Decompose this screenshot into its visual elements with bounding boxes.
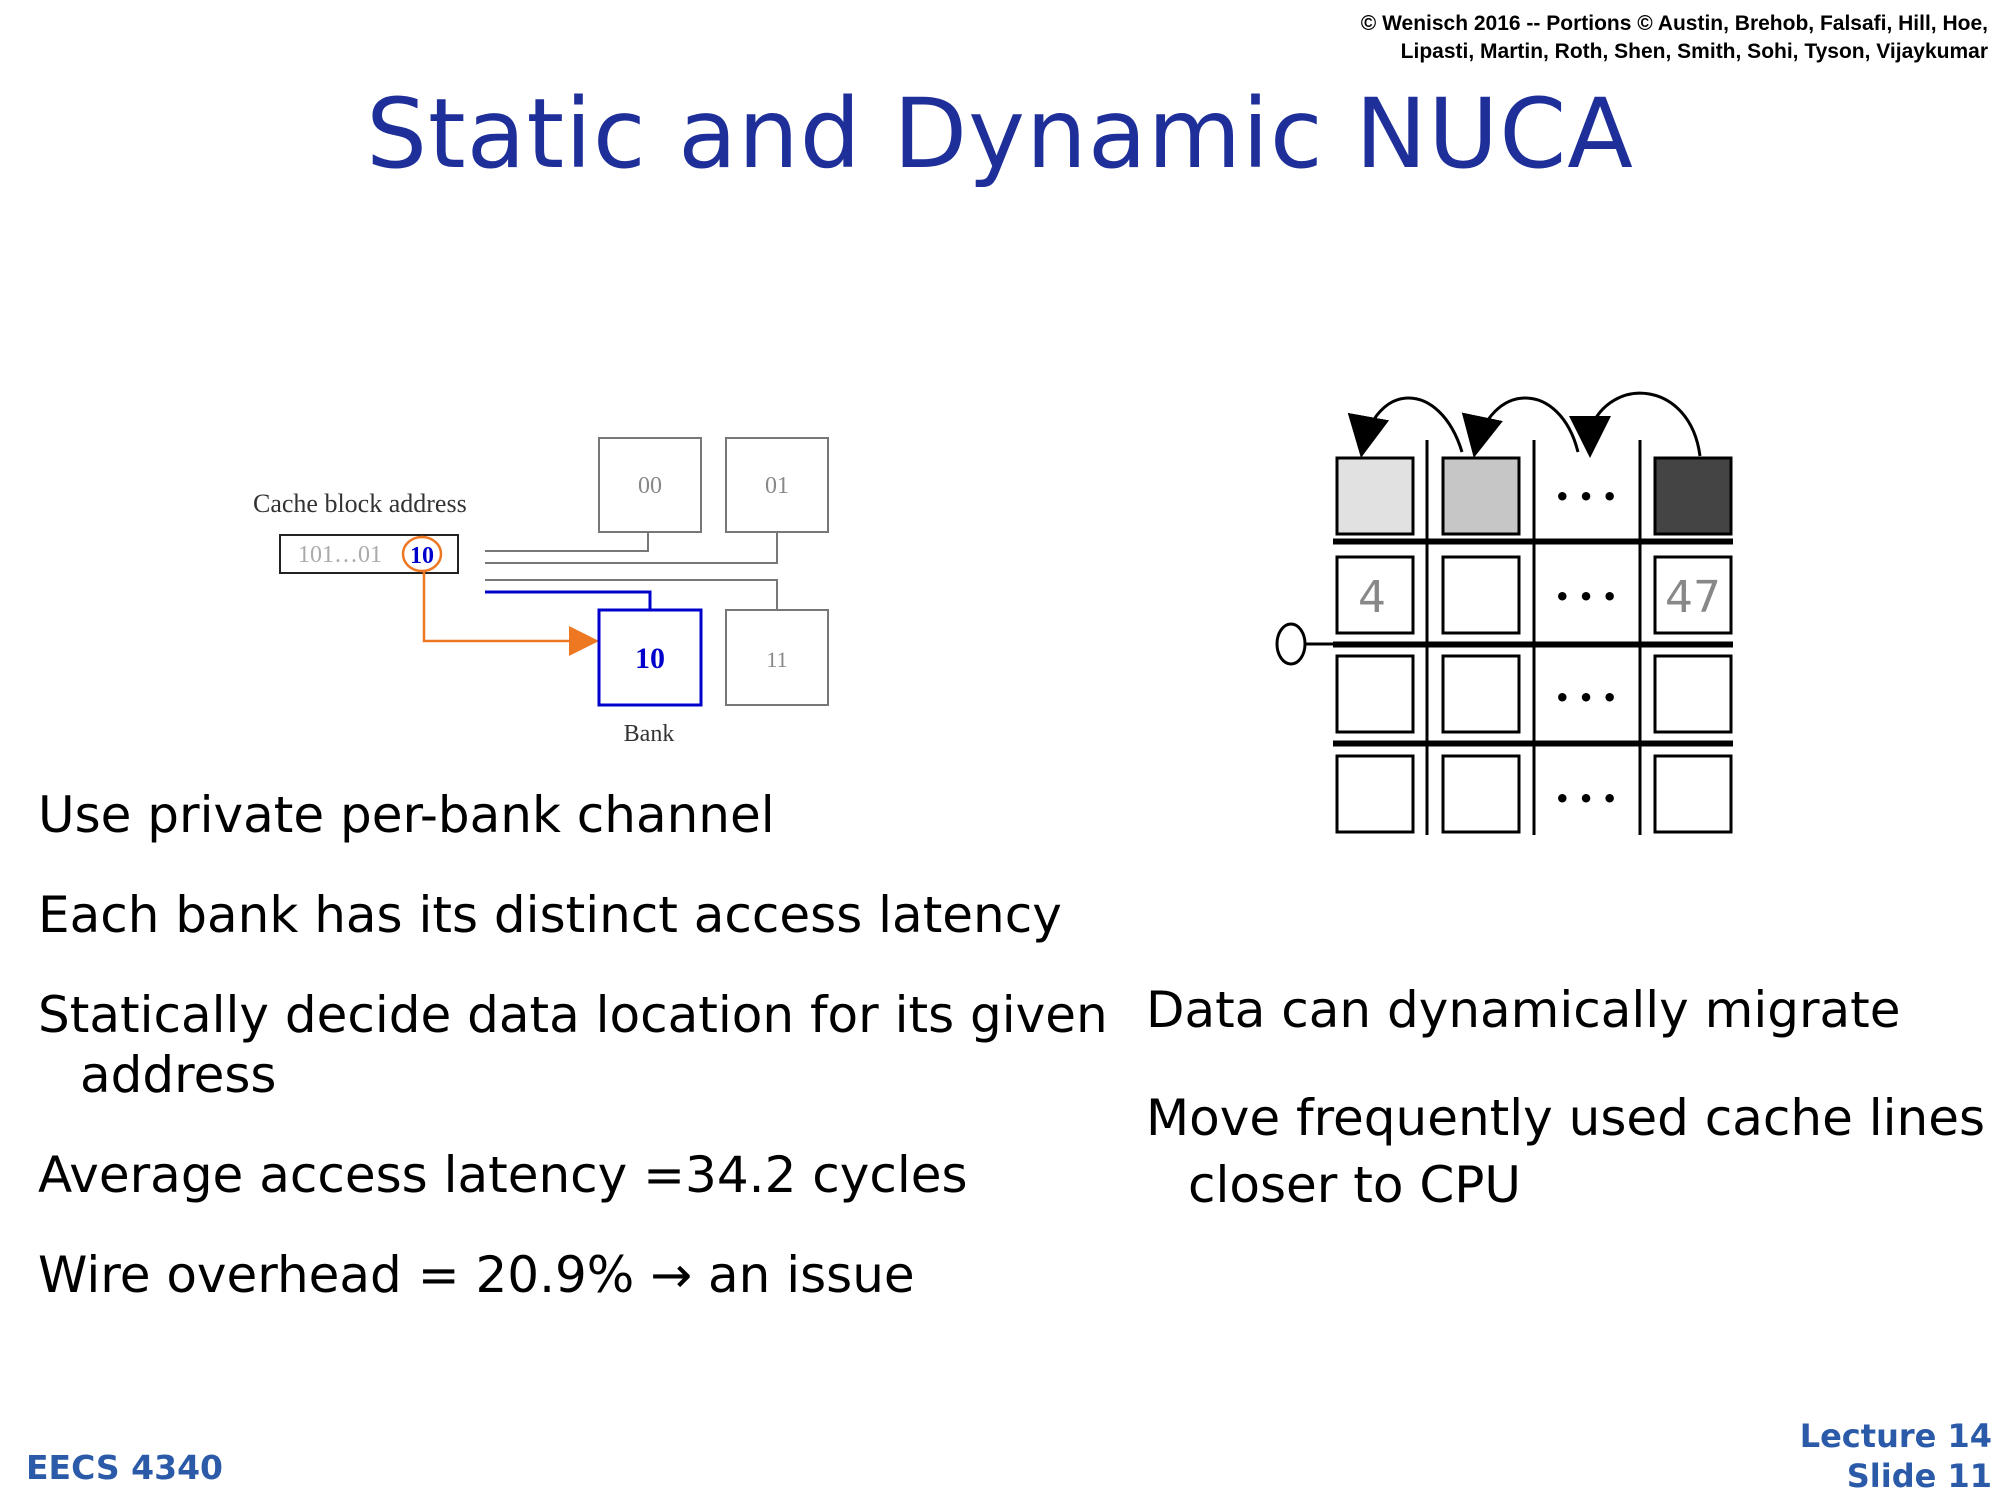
bank-01 — [725, 437, 829, 533]
cell-r3-c3 — [1653, 754, 1733, 834]
right-bullet-1: Data can dynamically migrate — [1146, 981, 1901, 1039]
cell-r0-c3 — [1653, 456, 1733, 536]
ellipsis-r1: • • • — [1555, 583, 1618, 611]
cell-r1-c3 — [1653, 555, 1733, 635]
copyright-line-2: Lipasti, Martin, Roth, Shen, Smith, Sohi… — [1400, 40, 1988, 63]
ellipsis-r3: • • • — [1555, 785, 1618, 813]
left-bullet-3: Statically decide data location for its … — [38, 986, 1108, 1044]
cell-r1-c3-label: 47 — [1665, 572, 1721, 623]
ellipsis-r0: • • • — [1555, 483, 1618, 511]
channel-11 — [485, 579, 778, 610]
right-bullet-2-continued: closer to CPU — [1188, 1156, 1521, 1214]
bank-11-label: 11 — [766, 647, 787, 672]
cell-r3-c0 — [1335, 754, 1415, 834]
cell-r0-c0 — [1335, 456, 1415, 536]
cell-r0-c1 — [1441, 456, 1521, 536]
slide-title: Static and Dynamic NUCA — [366, 78, 1634, 190]
bank-caption: Bank — [624, 721, 675, 747]
left-bullet-3-continued: address — [80, 1046, 277, 1104]
left-bullet-2: Each bank has its distinct access latenc… — [38, 886, 1062, 944]
cell-r2-c3 — [1653, 654, 1733, 734]
cell-r1-c0 — [1335, 555, 1415, 635]
migration-arrow-1 — [1569, 391, 1702, 458]
lecture-number: Lecture 14 — [1799, 1417, 1992, 1455]
copyright-line-1: © Wenisch 2016 -- Portions © Austin, Bre… — [1360, 12, 1988, 35]
address-bits: 10 — [410, 543, 434, 569]
address-prefix: 101…01 — [298, 542, 382, 568]
orange-route-arrow — [422, 572, 599, 656]
migration-arrow-2 — [1461, 396, 1580, 458]
migration-arrow-3 — [1347, 396, 1464, 458]
bank-00-label: 00 — [638, 473, 662, 499]
slide-number-block: Lecture 14 Slide 11 — [1800, 1416, 1992, 1496]
bank-01-label: 01 — [765, 473, 789, 499]
address-box — [279, 534, 459, 574]
bank-00 — [598, 437, 702, 533]
address-bits-highlight — [401, 535, 443, 573]
bank-10-label: 10 — [635, 642, 665, 675]
course-code: EECS 4340 — [26, 1448, 224, 1487]
cell-r1-c1 — [1441, 555, 1521, 635]
cpu-node — [1275, 622, 1307, 666]
channel-00 — [485, 533, 649, 552]
cell-r2-c1 — [1441, 654, 1521, 734]
bank-10 — [597, 608, 703, 707]
grid-lines — [1333, 440, 1733, 835]
right-bullet-2: Move frequently used cache lines — [1146, 1089, 1986, 1147]
cache-block-address-label: Cache block address — [253, 489, 467, 518]
cell-r3-c1 — [1441, 754, 1521, 834]
cell-r1-c0-label: 4 — [1358, 572, 1386, 623]
bank-11 — [725, 609, 829, 706]
copyright-notice: © Wenisch 2016 -- Portions © Austin, Bre… — [988, 10, 1988, 66]
ellipsis-r2: • • • — [1555, 684, 1618, 712]
left-bullet-5: Wire overhead = 20.9% → an issue — [38, 1246, 915, 1304]
slide-number: Slide 11 — [1846, 1457, 1992, 1495]
left-bullet-1: Use private per-bank channel — [38, 786, 775, 844]
left-bullet-4: Average access latency =34.2 cycles — [38, 1146, 968, 1204]
cell-r2-c0 — [1335, 654, 1415, 734]
channel-10 — [485, 590, 652, 610]
channel-01 — [485, 533, 778, 564]
